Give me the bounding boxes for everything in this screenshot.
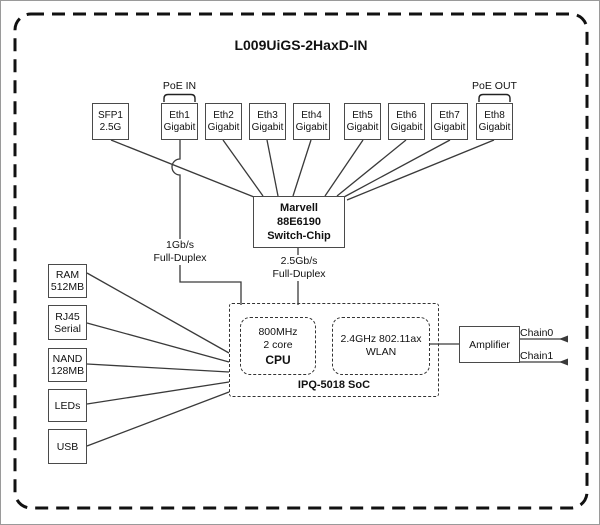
eth2-port-box: Eth2 Gigabit — [205, 103, 242, 140]
line-eth2-switch — [222, 139, 264, 197]
line-rj45-soc — [86, 322, 230, 363]
eth3-port-box: Eth3 Gigabit — [249, 103, 286, 140]
line-eth5-switch — [324, 139, 364, 197]
ram-box: RAM 512MB — [48, 264, 87, 298]
line-sfp1-switch — [110, 139, 255, 198]
line-leds-soc — [86, 381, 230, 405]
eth7-port-box: Eth7 Gigabit — [431, 103, 468, 140]
soc-label: IPQ-5018 SoC — [297, 379, 371, 391]
nand-box: NAND 128MB — [48, 348, 87, 382]
chain1-arrow-icon — [559, 358, 568, 366]
wlan-box: 2.4GHz 802.11ax WLAN — [332, 317, 430, 375]
eth8-port-box: Eth8 Gigabit — [476, 103, 513, 140]
eth1-cpu-link-label: 1Gb/s Full-Duplex — [151, 239, 209, 265]
eth4-port-box: Eth4 Gigabit — [293, 103, 330, 140]
leds-box: LEDs — [48, 389, 87, 422]
switch-chip-box: Marvell 88E6190 Switch-Chip — [253, 196, 345, 248]
chain0-label: Chain0 — [520, 327, 554, 339]
poe-out-label: PoE OUT — [470, 80, 519, 93]
switch-soc-link-label: 2.5Gb/s Full-Duplex — [270, 255, 328, 281]
eth6-port-box: Eth6 Gigabit — [388, 103, 425, 140]
line-eth4-switch — [292, 139, 312, 197]
line-ram-soc — [86, 272, 230, 354]
sfp1-port-box: SFP1 2.5G — [92, 103, 129, 140]
line-eth7-switch — [343, 139, 451, 198]
eth1-port-box: Eth1 Gigabit — [161, 103, 198, 140]
cpu-box: 800MHz 2 core CPU — [240, 317, 316, 375]
chain0-arrow-icon — [559, 335, 568, 343]
line-eth3-switch — [266, 139, 279, 197]
line-eth1-cpu — [171, 140, 242, 305]
diagram-title: L009UiGS-2HaxD-IN — [234, 37, 368, 53]
line-eth8-switch — [346, 139, 495, 201]
eth5-port-box: Eth5 Gigabit — [344, 103, 381, 140]
chain1-label: Chain1 — [520, 350, 554, 362]
usb-box: USB — [48, 429, 87, 464]
line-nand-soc — [86, 363, 230, 373]
amplifier-box: Amplifier — [459, 326, 520, 363]
line-eth6-switch — [336, 139, 407, 197]
poe-in-bracket — [163, 93, 196, 102]
poe-out-bracket — [478, 93, 511, 102]
rj45-serial-box: RJ45 Serial — [48, 305, 87, 340]
soc-box — [229, 303, 439, 397]
line-usb-soc — [86, 391, 230, 447]
poe-in-label: PoE IN — [160, 80, 199, 93]
